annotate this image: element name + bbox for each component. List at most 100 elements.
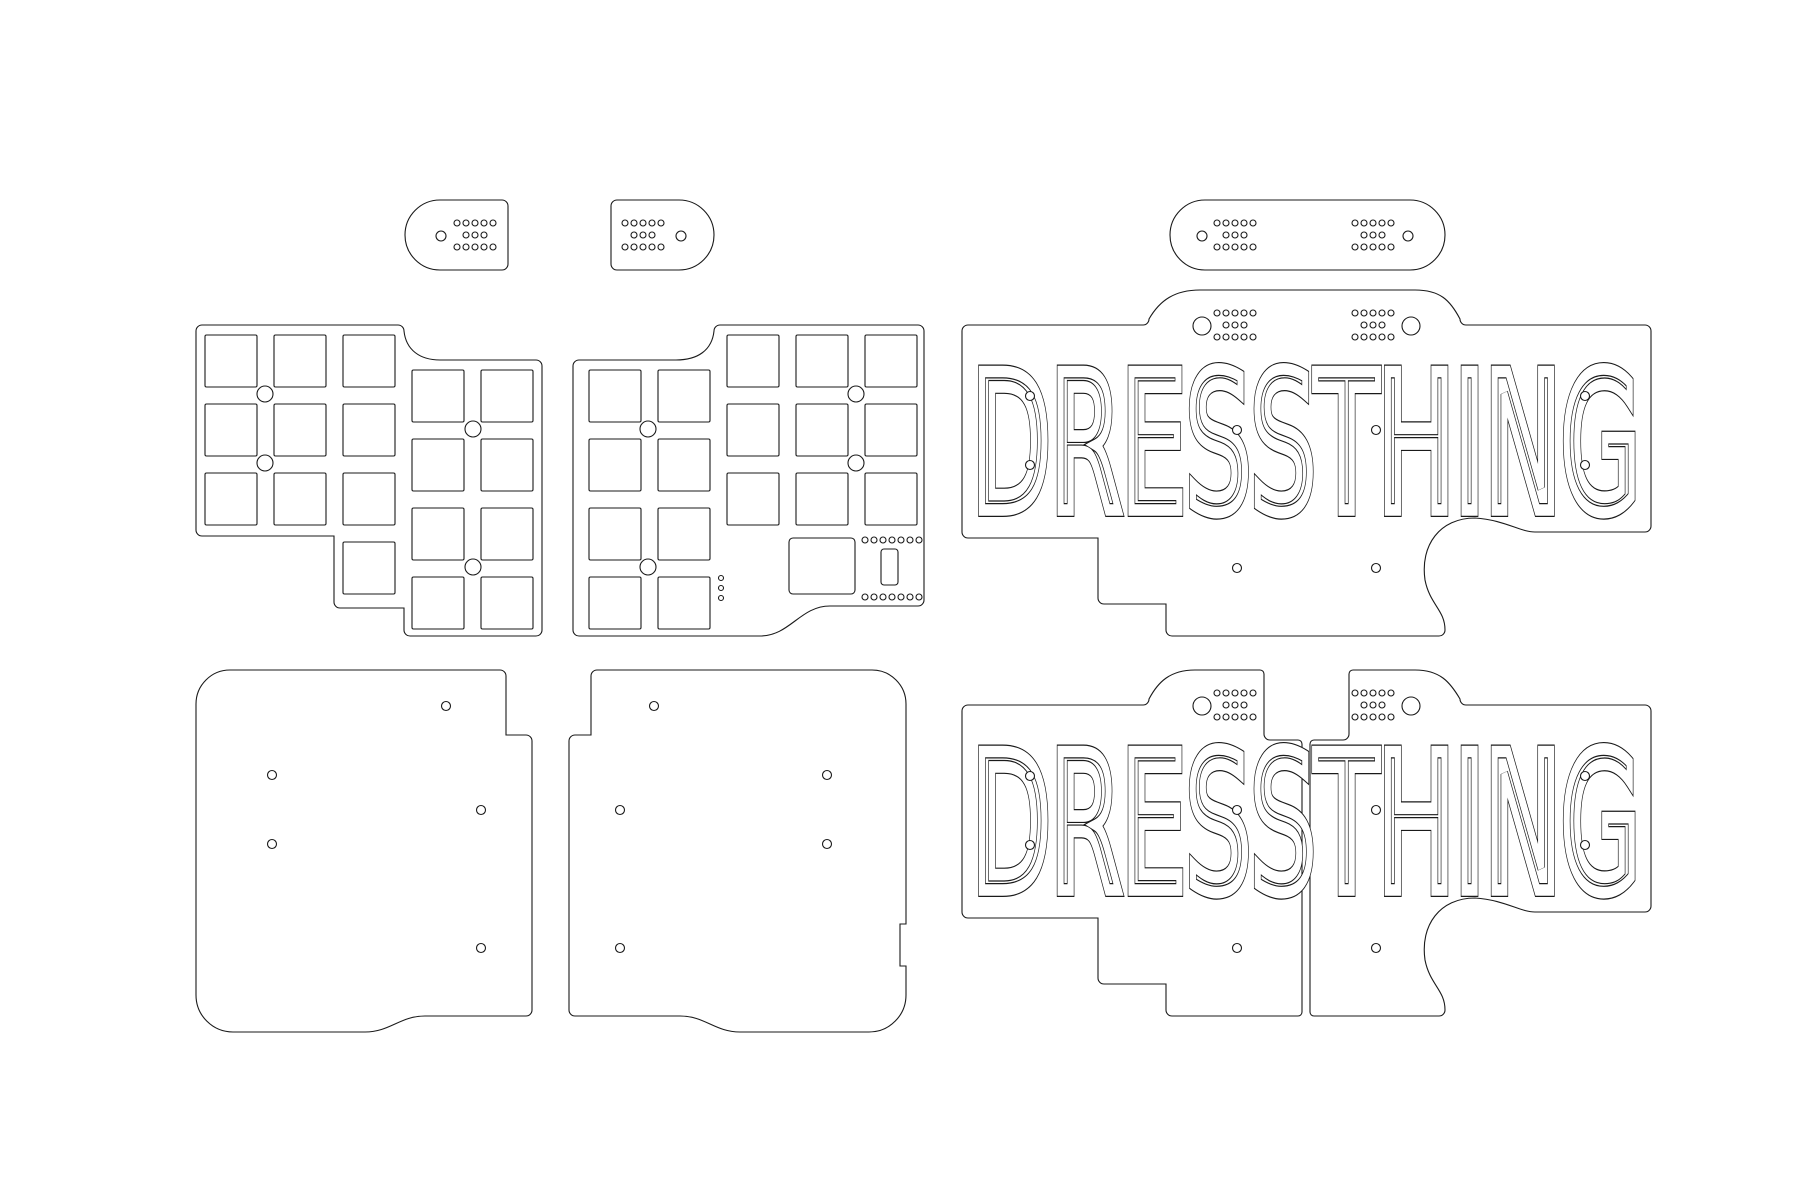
- connector-pin-hole: [621, 243, 629, 251]
- switch-cutout: [657, 576, 711, 630]
- connector-pin-hole: [1360, 219, 1368, 227]
- connector-pin-hole: [1231, 689, 1239, 697]
- controller-pin-hole: [888, 593, 896, 601]
- left-bridge-tab-holes: [435, 219, 497, 251]
- connector-pin-hole: [1378, 219, 1386, 227]
- connector-pin-hole: [639, 219, 647, 227]
- top-case-mounting-holes: [1024, 309, 1591, 574]
- connector-pin-hole: [1360, 231, 1368, 239]
- connector-pin-hole: [1240, 219, 1248, 227]
- connector-pin-hole: [1360, 701, 1368, 709]
- connector-pin-hole: [1249, 713, 1257, 721]
- controller-pin-hole: [915, 593, 923, 601]
- left-bottom-screw-holes: [266, 700, 487, 954]
- switch-cutout: [411, 507, 465, 561]
- connector-pin-hole: [453, 219, 461, 227]
- center-bridge-tab-holes: [1196, 219, 1414, 251]
- connector-pin-hole: [1249, 243, 1257, 251]
- switch-cutout: [795, 403, 849, 457]
- connector-pin-hole: [1240, 713, 1248, 721]
- switch-cutout: [273, 472, 327, 526]
- center-bridge-tab: [1169, 199, 1446, 271]
- standoff-hole: [256, 454, 274, 472]
- connector-pin-hole: [1387, 309, 1395, 317]
- switch-cutout: [273, 334, 327, 388]
- mounting-hole: [1401, 696, 1421, 716]
- top-case-plate: DRESSTHING DRESSTHING: [961, 289, 1652, 637]
- connector-pin-hole: [1387, 243, 1395, 251]
- switch-cutout: [657, 369, 711, 423]
- switch-cutout: [657, 438, 711, 492]
- connector-pin-hole: [1231, 231, 1239, 239]
- screw-hole: [614, 942, 626, 954]
- connector-pin-hole: [1378, 333, 1386, 341]
- left-switch-cutouts: [204, 334, 534, 630]
- controller-pin-holes: [717, 536, 923, 602]
- connector-pin-hole: [1351, 243, 1359, 251]
- top-case-engraving-text: DRESSTHING: [972, 334, 1640, 555]
- controller-pin-hole: [897, 536, 905, 544]
- connector-pin-hole: [621, 219, 629, 227]
- connector-pin-hole: [1369, 689, 1377, 697]
- connector-pin-hole: [462, 219, 470, 227]
- connector-pin-hole: [1222, 219, 1230, 227]
- connector-pin-hole: [471, 243, 479, 251]
- switch-cutout: [864, 472, 918, 526]
- connector-pin-hole: [1378, 243, 1386, 251]
- connector-pin-hole: [1360, 333, 1368, 341]
- mounting-hole: [1024, 459, 1036, 471]
- connector-pin-hole: [1378, 321, 1386, 329]
- controller-pin-hole: [870, 536, 878, 544]
- controller-pin-hole: [888, 536, 896, 544]
- mounting-hole: [1402, 230, 1414, 242]
- mounting-hole: [435, 230, 447, 242]
- connector-pin-hole: [471, 219, 479, 227]
- connector-pin-hole: [1213, 243, 1221, 251]
- switch-cutout: [204, 472, 258, 526]
- mounting-hole: [675, 230, 687, 242]
- connector-pin-hole: [1351, 333, 1359, 341]
- connector-pin-hole: [657, 219, 665, 227]
- switch-cutout: [342, 334, 396, 388]
- mounting-hole: [1231, 424, 1243, 436]
- bottom-case-plate: DRESSTHING DRESSTHING: [961, 669, 1652, 1017]
- connector-pin-hole: [1222, 321, 1230, 329]
- screw-hole: [266, 769, 278, 781]
- mounting-hole: [1579, 770, 1591, 782]
- mounting-hole: [1370, 424, 1382, 436]
- switch-cutout: [273, 403, 327, 457]
- connector-pin-hole: [462, 231, 470, 239]
- connector-pin-hole: [1369, 243, 1377, 251]
- connector-pin-hole: [1369, 321, 1377, 329]
- connector-pin-hole: [1360, 243, 1368, 251]
- screw-hole: [266, 838, 278, 850]
- connector-pin-hole: [1369, 219, 1377, 227]
- connector-pin-hole: [1387, 333, 1395, 341]
- mounting-hole: [1024, 839, 1036, 851]
- controller-pin-hole: [906, 593, 914, 601]
- connector-pin-hole: [1249, 219, 1257, 227]
- connector-pin-hole: [1240, 321, 1248, 329]
- connector-pin-hole: [1213, 309, 1221, 317]
- connector-pin-hole: [1231, 321, 1239, 329]
- connector-pin-hole: [1231, 713, 1239, 721]
- switch-cutout: [795, 334, 849, 388]
- right-switch-cutouts: [588, 334, 918, 630]
- connector-pin-hole: [1213, 713, 1221, 721]
- connector-pin-hole: [648, 243, 656, 251]
- connector-pin-hole: [1249, 333, 1257, 341]
- connector-pin-hole: [480, 231, 488, 239]
- controller-pin-hole: [897, 593, 905, 601]
- connector-pin-hole: [1231, 701, 1239, 709]
- connector-pin-hole: [1240, 333, 1248, 341]
- switch-cutout: [480, 507, 534, 561]
- standoff-hole: [847, 385, 865, 403]
- connector-pin-hole: [1369, 309, 1377, 317]
- switch-cutout: [588, 438, 642, 492]
- right-bridge-tab: [610, 199, 715, 271]
- screw-hole: [614, 804, 626, 816]
- controller-pin-hole: [870, 593, 878, 601]
- connector-pin-hole: [480, 243, 488, 251]
- left-bottom-plate: [195, 669, 533, 1033]
- bottom-case-plate-left-half: [961, 669, 1303, 1017]
